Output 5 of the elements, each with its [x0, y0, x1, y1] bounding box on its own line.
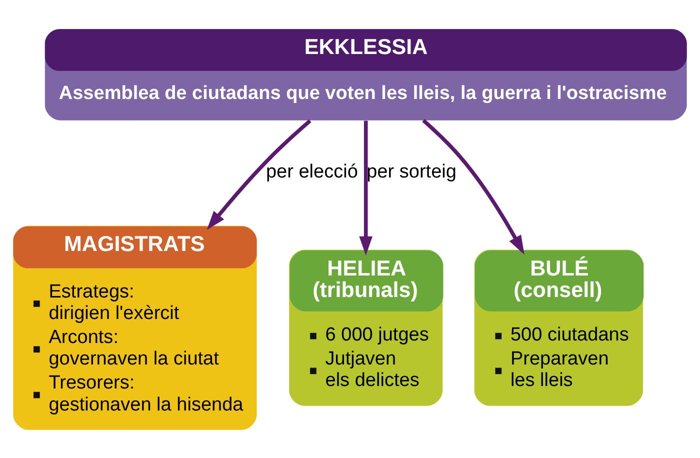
arrow	[359, 120, 373, 255]
arrow	[422, 118, 524, 254]
edge-label: per sorteig	[366, 160, 456, 182]
arrow	[206, 118, 312, 230]
edge-label: per elecció	[266, 160, 358, 182]
